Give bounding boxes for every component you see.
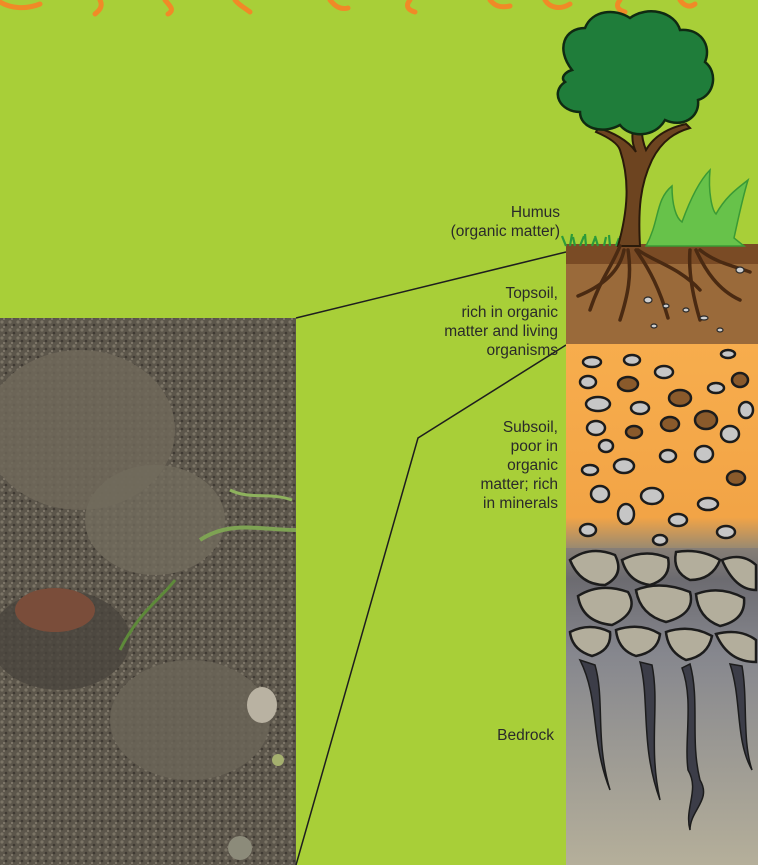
topsoil-label: Topsoil, rich in organic matter and livi… xyxy=(444,284,558,360)
bedrock-label: Bedrock xyxy=(497,726,554,745)
humus-layer xyxy=(566,244,758,264)
tree-canopy xyxy=(558,11,713,134)
humus-label: Humus (organic matter) xyxy=(451,203,560,241)
soil-photo xyxy=(0,318,296,865)
subsoil-label: Subsoil, poor in organic matter; rich in… xyxy=(480,418,558,513)
title-decoration xyxy=(0,0,695,14)
grass-tuft xyxy=(646,170,748,246)
